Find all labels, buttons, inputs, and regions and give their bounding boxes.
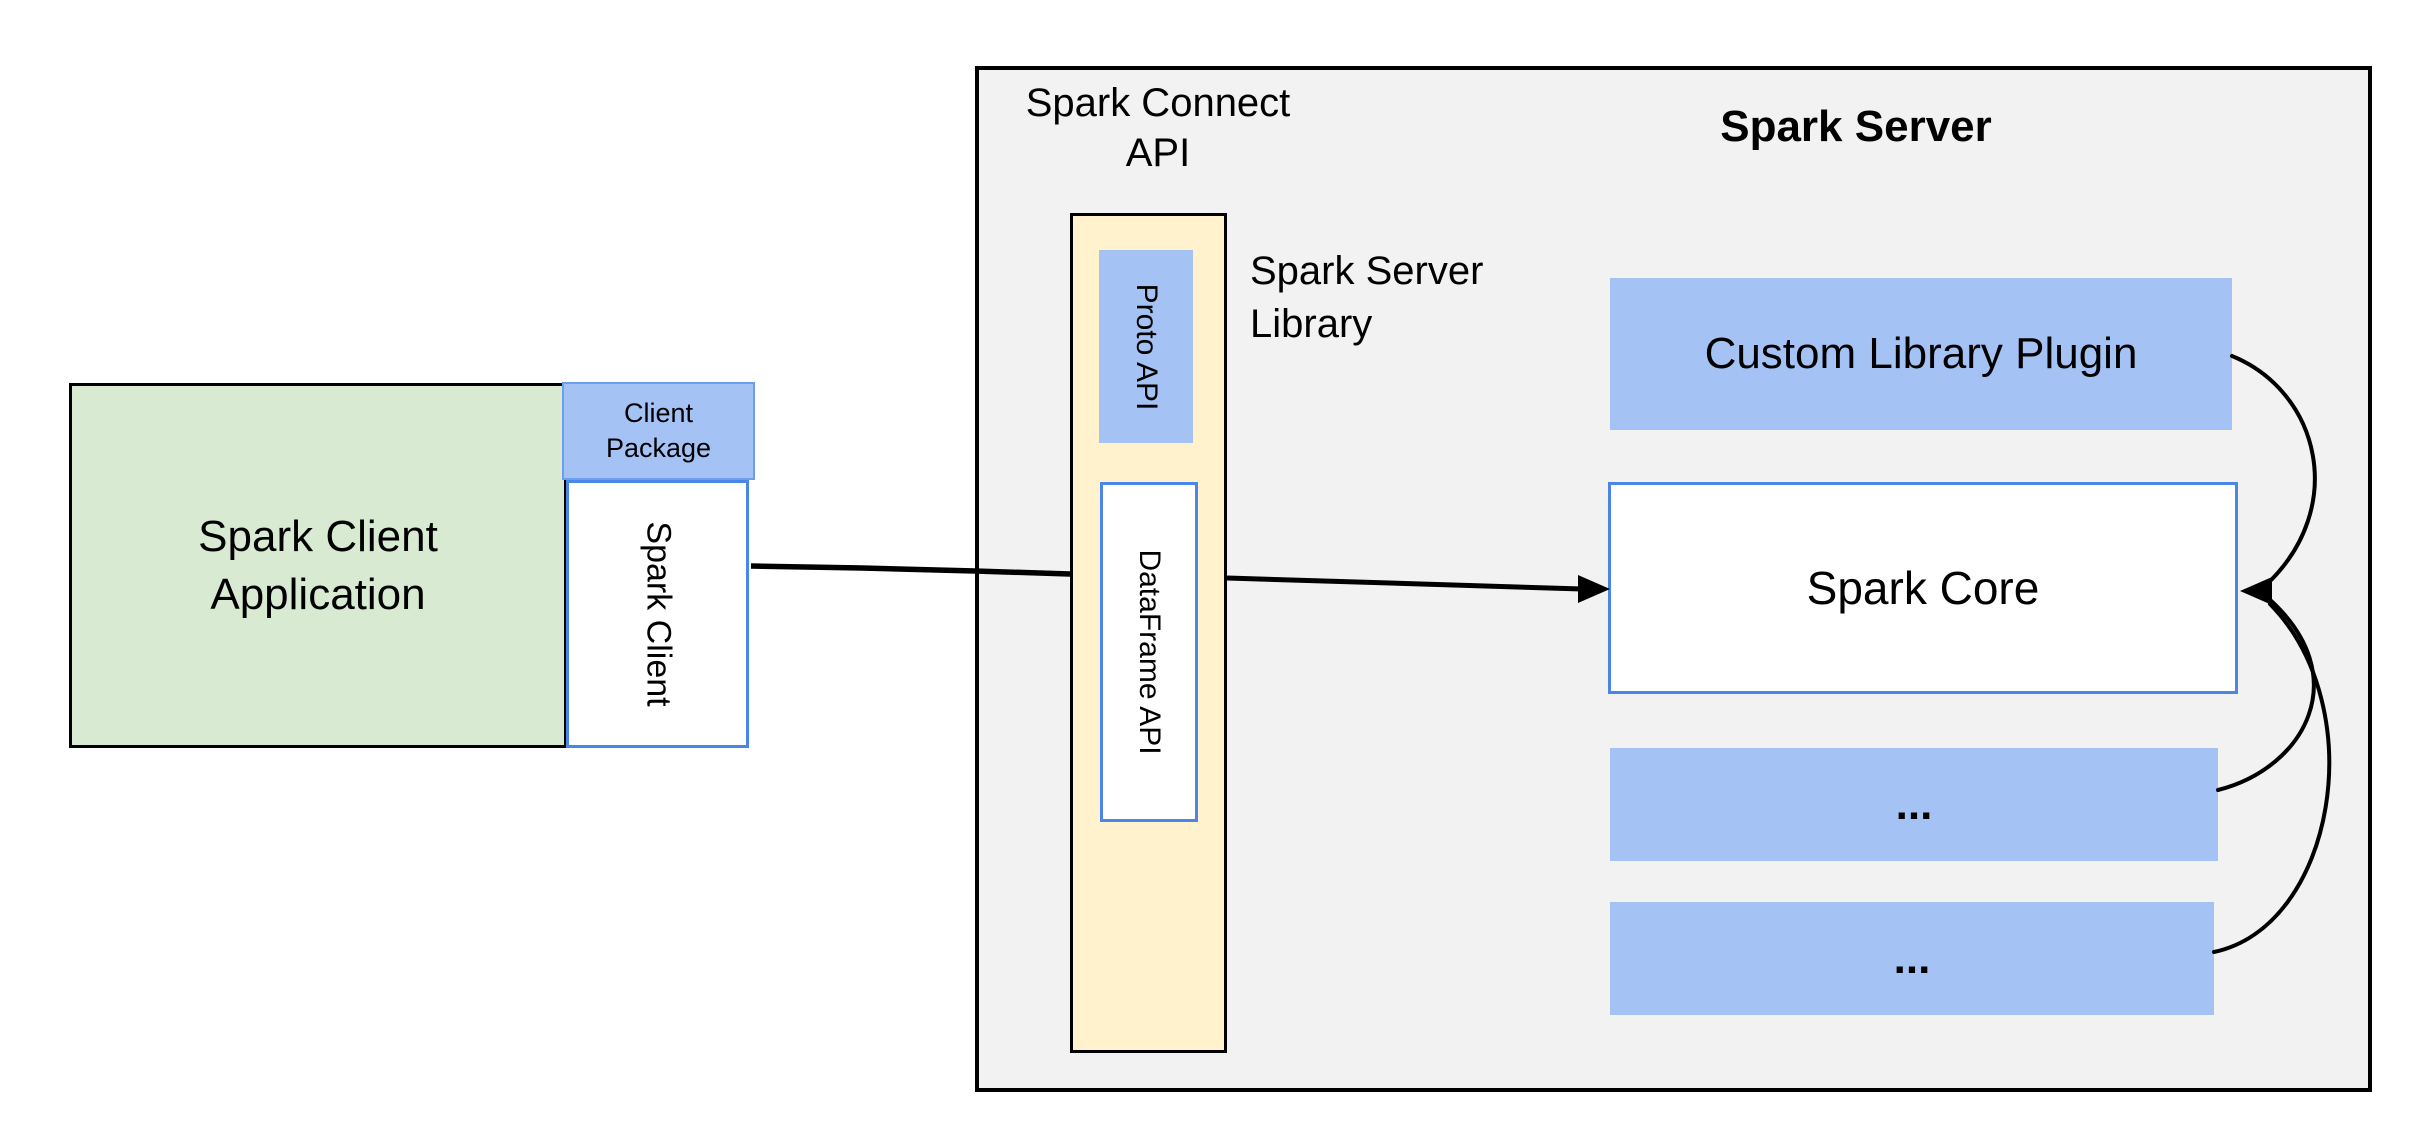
spark-server-library-label: Spark Server Library [1250, 245, 1650, 351]
proto-api-box: Proto API [1099, 250, 1193, 443]
custom-library-plugin-box: Custom Library Plugin [1610, 278, 2232, 430]
spark-client-application-box [69, 383, 567, 748]
plugin-placeholder-box-2: ... [1610, 902, 2214, 1015]
client-package-box: Client Package [562, 382, 755, 480]
plugin-placeholder-label-2: ... [1893, 933, 1931, 983]
spark-client-application-label: Spark Client Application [69, 383, 567, 748]
spark-connect-api-label: Spark Connect API [988, 78, 1328, 178]
plugin-placeholder-label-1: ... [1895, 779, 1933, 829]
spark-client-application-line2: Application [210, 569, 426, 619]
custom-library-plugin-label: Custom Library Plugin [1704, 329, 2138, 378]
spark-connect-api-line1: Spark Connect [1025, 81, 1291, 125]
spark-core-box: Spark Core [1608, 482, 2238, 694]
spark-connect-api-line2: API [1125, 131, 1191, 175]
spark-server-library-line1: Spark Server [1250, 249, 1484, 293]
dataframe-api-label: DataFrame API [1133, 549, 1166, 755]
spark-client-label: Spark Client [639, 521, 677, 707]
spark-core-label: Spark Core [1806, 562, 2040, 614]
plugin-placeholder-box-1: ... [1610, 748, 2218, 861]
client-package-line2: Package [605, 433, 712, 463]
dataframe-api-box: DataFrame API [1100, 482, 1198, 822]
spark-client-box: Spark Client [566, 480, 749, 748]
spark-server-library-line2: Library [1250, 302, 1373, 346]
client-package-line1: Client [623, 398, 694, 428]
spark-server-title: Spark Server [1720, 102, 1992, 151]
spark-client-application-line1: Spark Client [198, 511, 438, 561]
proto-api-label: Proto API [1130, 283, 1163, 410]
